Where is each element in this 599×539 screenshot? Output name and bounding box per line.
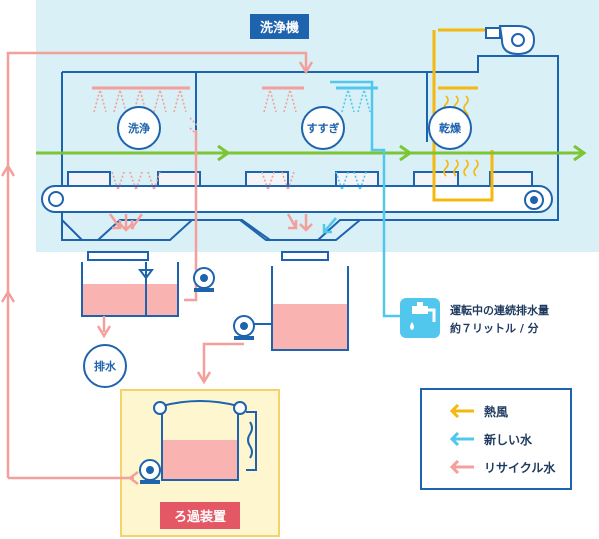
legend-recycle-water-label: リサイクル水 bbox=[484, 460, 556, 475]
recycle-line-main bbox=[6, 51, 308, 478]
wash-tank bbox=[81, 262, 179, 317]
legend-new-water: 新しい水 bbox=[448, 430, 532, 448]
water-info-line1: 運転中の連続排水量 bbox=[450, 304, 549, 317]
washer-title: 洗浄機 bbox=[250, 14, 310, 39]
recycle-line-to-filter bbox=[202, 342, 244, 380]
conveyor-roller-left bbox=[48, 191, 64, 207]
blower-icon bbox=[485, 25, 536, 56]
rinse-hopper bbox=[239, 219, 361, 241]
drip-arrows bbox=[108, 213, 313, 232]
filter-title: ろ過装置 bbox=[160, 502, 241, 529]
rinse-strainer bbox=[281, 251, 329, 261]
arrow-left-icon bbox=[449, 460, 474, 474]
arrow-left-icon bbox=[449, 404, 474, 418]
pump-icon bbox=[193, 267, 215, 292]
legend-hot-air-label: 熱風 bbox=[484, 404, 509, 419]
new-water-line bbox=[342, 80, 400, 318]
legend: 熱風 新しい水 リサイクル水 bbox=[420, 388, 572, 490]
water-info-line2: 約７リットル / 分 bbox=[450, 322, 539, 335]
drain-label: 排水 bbox=[83, 344, 127, 388]
arrow-left-icon bbox=[449, 432, 474, 446]
stage-rinse-label: すすぎ bbox=[301, 106, 345, 150]
trays bbox=[67, 171, 533, 187]
conveyor-flow-heads bbox=[217, 144, 587, 162]
stage-wash-label: 洗浄 bbox=[117, 106, 161, 150]
filter-tank bbox=[153, 400, 257, 481]
recycle-line-pump1 bbox=[184, 130, 198, 302]
legend-new-water-label: 新しい水 bbox=[484, 432, 533, 447]
pump-icon bbox=[139, 459, 161, 484]
legend-recycle-water: リサイクル水 bbox=[448, 458, 555, 476]
wash-hopper bbox=[61, 219, 193, 241]
legend-hot-air: 熱風 bbox=[448, 402, 508, 420]
rinse-tank bbox=[271, 266, 349, 351]
conveyor-belt bbox=[41, 185, 553, 213]
faucet-icon bbox=[400, 298, 440, 338]
stage-dry-label: 乾燥 bbox=[428, 106, 472, 150]
wash-strainer bbox=[87, 251, 149, 261]
pump-icon bbox=[233, 315, 272, 340]
